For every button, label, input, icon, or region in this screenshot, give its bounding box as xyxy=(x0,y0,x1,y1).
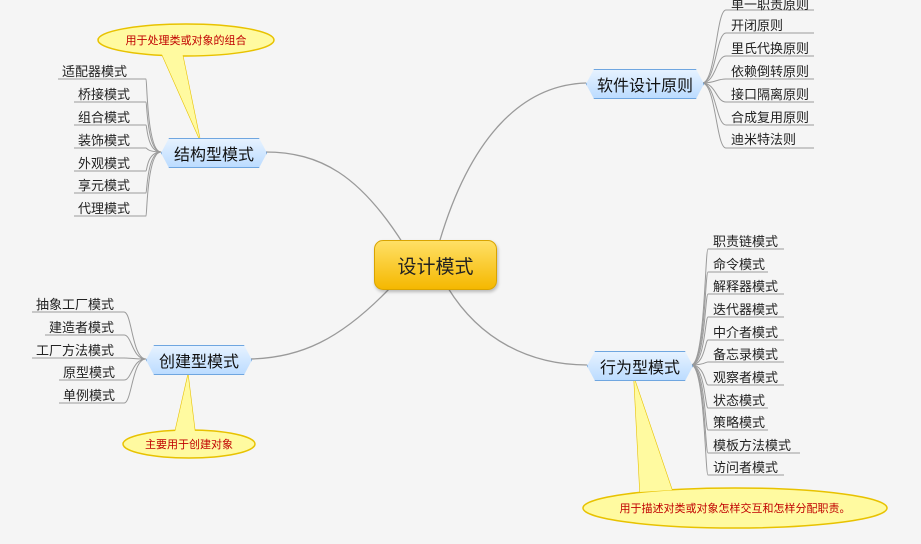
leaf-item[interactable]: 适配器模式 xyxy=(62,65,128,80)
leaf-item[interactable]: 访问者模式 xyxy=(713,461,779,476)
structural-note-bubble xyxy=(97,23,275,57)
structural-leaf-link xyxy=(145,101,162,153)
software-leaf-link xyxy=(701,82,727,149)
leaf-item[interactable]: 外观模式 xyxy=(78,157,131,172)
structural-note-tail-fill xyxy=(160,50,200,140)
behavioral-note-bubble xyxy=(582,487,888,529)
link-structural xyxy=(264,151,405,246)
creational-leaf-link xyxy=(123,358,147,404)
leaf-item[interactable]: 策略模式 xyxy=(713,416,766,431)
behavioral-leaf-link xyxy=(690,271,709,366)
creational-leaf-link xyxy=(123,358,147,381)
link-behavioral xyxy=(447,287,588,366)
creational-leaf-link xyxy=(123,311,147,360)
branch-title: 软件设计原则 xyxy=(596,76,693,95)
leaf-item[interactable]: 装饰模式 xyxy=(78,134,131,149)
structural-leaf-link xyxy=(145,124,162,153)
structural-leaf-link xyxy=(145,78,162,153)
behavioral-note: 用于描述对类或对象怎样交互和怎样分配职责。 xyxy=(619,502,851,515)
software-leaf-link xyxy=(701,55,727,84)
root-title: 设计模式 xyxy=(397,255,474,278)
leaf-item[interactable]: 工厂方法模式 xyxy=(36,344,115,359)
software-leaf-link xyxy=(701,82,727,126)
creational-note: 主要用于创建对象 xyxy=(145,438,233,451)
leaf-item[interactable]: 单例模式 xyxy=(63,389,116,404)
structural-leaf-link xyxy=(145,151,162,217)
branch-title: 行为型模式 xyxy=(599,358,680,377)
branch-creational-patterns[interactable]: 创建型模式 xyxy=(146,345,252,375)
leaf-item[interactable]: 建造者模式 xyxy=(49,321,115,336)
leaf-item[interactable]: 享元模式 xyxy=(78,179,131,194)
creational-leaf-link xyxy=(123,334,147,360)
behavioral-leaf-link xyxy=(690,316,709,366)
leaf-item[interactable]: 解释器模式 xyxy=(713,280,779,295)
behavioral-leaf-link xyxy=(690,364,709,476)
creational-note-tail-fill xyxy=(175,375,195,432)
link-creational xyxy=(249,287,391,360)
behavioral-leaf-link xyxy=(690,248,709,366)
leaf-item[interactable]: 组合模式 xyxy=(78,111,131,126)
branch-behavioral-patterns[interactable]: 行为型模式 xyxy=(587,351,693,381)
leaf-item[interactable]: 里氏代换原则 xyxy=(731,42,810,57)
leaf-item[interactable]: 状态模式 xyxy=(713,394,766,409)
root-node[interactable]: 设计模式 xyxy=(374,240,497,290)
leaf-item[interactable]: 桥接模式 xyxy=(78,88,131,103)
software-leaf-link xyxy=(701,32,727,84)
leaf-item[interactable]: 接口隔离原则 xyxy=(731,88,810,103)
branch-software-principles[interactable]: 软件设计原则 xyxy=(586,69,704,99)
leaf-item[interactable]: 抽象工厂模式 xyxy=(36,298,115,313)
leaf-item[interactable]: 开闭原则 xyxy=(731,19,784,34)
leaf-item[interactable]: 合成复用原则 xyxy=(731,111,810,126)
leaf-item[interactable]: 中介者模式 xyxy=(713,326,779,341)
leaf-item[interactable]: 模板方法模式 xyxy=(713,439,792,454)
leaf-item[interactable]: 迭代器模式 xyxy=(713,303,779,318)
leaf-item[interactable]: 原型模式 xyxy=(63,366,116,381)
leaf-item[interactable]: 观察者模式 xyxy=(713,371,779,386)
branch-title: 结构型模式 xyxy=(173,145,254,164)
leaf-item[interactable]: 代理模式 xyxy=(78,202,131,217)
leaf-item[interactable]: 命令模式 xyxy=(713,258,766,273)
branch-structural-patterns[interactable]: 结构型模式 xyxy=(161,138,267,168)
leaf-item[interactable]: 备忘录模式 xyxy=(713,348,779,363)
leaf-item[interactable]: 单一职责原则 xyxy=(731,0,810,13)
behavioral-leaf-link xyxy=(690,339,709,366)
leaf-item[interactable]: 职责链模式 xyxy=(713,235,779,250)
link-software xyxy=(439,82,587,241)
behavioral-note-tail-fill xyxy=(634,378,672,492)
structural-note: 用于处理类或对象的组合 xyxy=(125,34,247,47)
leaf-item[interactable]: 迪米特法则 xyxy=(731,133,797,148)
branch-title: 创建型模式 xyxy=(158,352,239,371)
leaf-item[interactable]: 依赖倒转原则 xyxy=(731,65,810,80)
